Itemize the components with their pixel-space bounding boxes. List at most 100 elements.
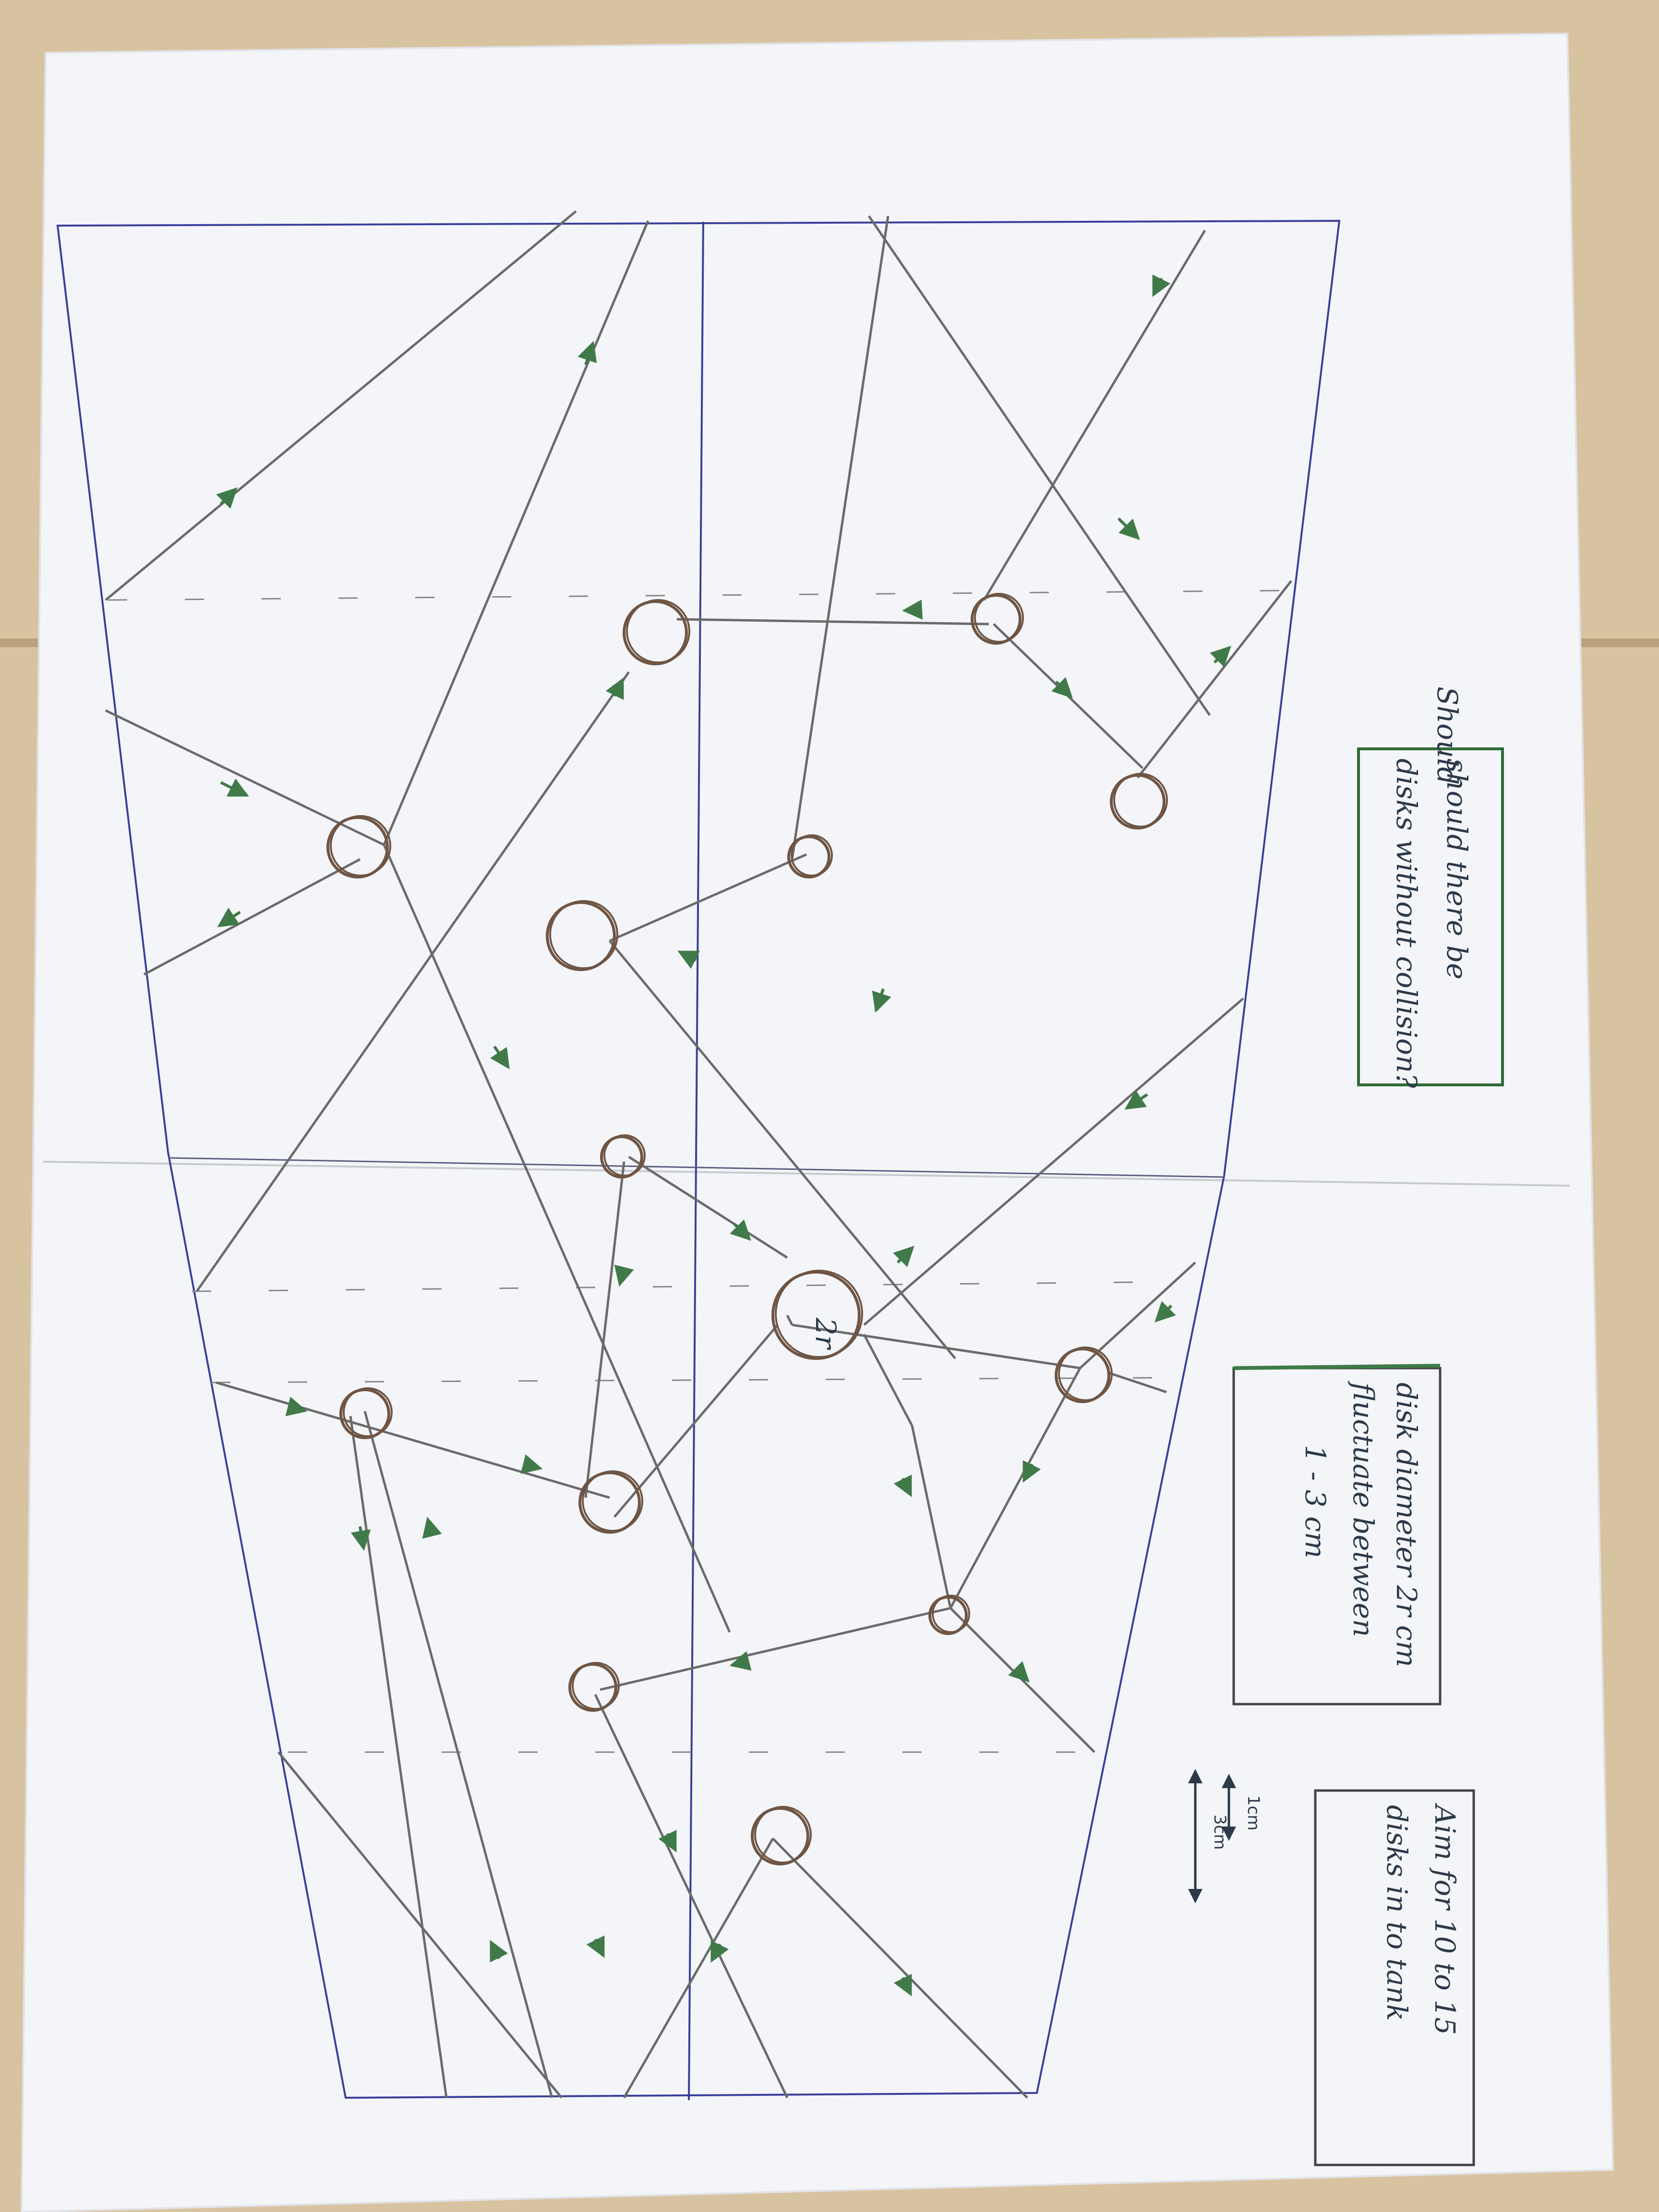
disk-circle-icon <box>549 900 618 969</box>
disk-circle-icon <box>626 599 690 663</box>
paper-fold-line <box>43 1161 1570 1187</box>
trajectory-line <box>772 1838 1028 2099</box>
trajectory-arrow-icon <box>422 1516 442 1539</box>
disk-circle-icon <box>1113 773 1168 828</box>
note-disk-diameter: disk diameter 2r cm fluctuate between 1 … <box>1232 1364 1442 1706</box>
scale-label-small: 1cm <box>1244 1795 1263 1830</box>
trajectory-arrow-icon <box>1051 677 1073 698</box>
disk-circle-icon <box>603 1134 646 1177</box>
trajectory-line <box>216 1381 610 1499</box>
dashed-guides <box>108 589 1297 1753</box>
trajectory-arrow-icon <box>577 341 597 365</box>
trajectory-arrow-icon <box>605 677 624 700</box>
note-collision-line2: disks without collision? <box>1390 758 1423 1088</box>
disk-group <box>326 593 1168 1865</box>
trajectory-arrow-icon <box>614 1264 634 1287</box>
trajectory-arrow-icon <box>1008 1661 1030 1683</box>
trajectory-line <box>609 940 956 1359</box>
note-diameter-line3: 1 - 3 cm <box>1299 1445 1332 1558</box>
trajectory-arrow-icon <box>893 1973 912 1996</box>
trajectory-line <box>600 1607 951 1691</box>
trajectory-arrow-icon <box>1154 1301 1176 1322</box>
trajectory-arrow-icon <box>586 1935 605 1958</box>
trajectory-line <box>195 671 630 1292</box>
disk-circle-icon <box>582 1470 643 1532</box>
trajectory-line <box>143 858 361 976</box>
trajectory-line <box>911 1425 952 1609</box>
trajectory-line <box>867 215 1211 716</box>
disk-circle-icon <box>775 1270 863 1358</box>
disk-circle-icon <box>787 835 830 878</box>
note-collision-scribble: Should <box>1431 686 1464 785</box>
disk-circle-icon <box>339 1388 390 1439</box>
trajectory-line <box>363 1411 553 2098</box>
disk-circle-icon <box>928 1596 968 1635</box>
trajectory-arrow-icon <box>217 907 241 927</box>
trajectory-arrow-icon <box>285 1396 308 1417</box>
trajectory-lines <box>105 210 1292 2099</box>
radius-label: 2r <box>809 1317 842 1350</box>
trajectory-line <box>949 1367 1082 1609</box>
trajectory-line <box>791 216 890 860</box>
trajectory-line <box>1137 580 1292 779</box>
trajectory-arrow-icon <box>872 988 891 1013</box>
trajectory-arrow-icon <box>893 1246 914 1267</box>
trajectory-arrow-icon <box>1022 1460 1041 1483</box>
note-aim: Aim for 10 to 15 disks in to tank <box>1314 1789 1475 2166</box>
trajectory-arrow-icon <box>1124 1090 1148 1110</box>
disk-circle-icon <box>791 834 833 877</box>
disk-circle-icon <box>932 1595 970 1633</box>
disk-circle-icon <box>600 1135 643 1178</box>
trajectory-line <box>383 220 649 845</box>
disk-circle-icon <box>1055 1347 1110 1403</box>
disk-circle-icon <box>572 1662 620 1710</box>
trajectory-line <box>105 210 577 601</box>
note-collision-line1: should there be <box>1441 758 1473 979</box>
scale-label-large: 3cm <box>1210 1815 1229 1850</box>
trajectory-line <box>609 853 807 942</box>
tank-outline <box>56 219 1341 2101</box>
note-diameter-line2: fluctuate between <box>1347 1381 1380 1637</box>
disk-circle-icon <box>578 1471 641 1534</box>
trajectory-line <box>792 1323 1081 1370</box>
trajectory-arrow-icon <box>216 487 238 509</box>
disk-circle-icon <box>326 816 389 878</box>
trajectory-arrow-icon <box>1117 517 1140 540</box>
trajectory-arrow-icon <box>1210 646 1231 667</box>
trajectory-line <box>383 844 731 1633</box>
paper-sheet <box>20 32 1614 2212</box>
trajectory-line <box>277 1751 563 2099</box>
note-aim-line1: Aim for 10 to 15 <box>1429 1803 1461 2035</box>
disk-circle-icon <box>1110 774 1166 830</box>
trajectory-line <box>1108 1371 1167 1394</box>
note-collision-question: Should should there be disks without col… <box>1357 686 1504 1088</box>
trajectory-line <box>594 1694 789 2099</box>
disk-circle-icon <box>971 594 1022 645</box>
trajectory-line <box>863 998 1244 1326</box>
trajectory-arrow-icon <box>730 1219 751 1241</box>
disk-circle-icon <box>974 593 1024 643</box>
trajectory-line <box>613 1324 779 1518</box>
trajectory-line <box>105 709 385 846</box>
trajectory-arrow-icon <box>520 1454 543 1474</box>
scale-indicator: 1cm 3cm <box>1188 1769 1263 1903</box>
disk-circle-icon <box>754 1806 812 1863</box>
disk-circle-icon <box>751 1807 809 1865</box>
trajectory-arrow-icon <box>677 950 700 969</box>
note-diameter-line1: disk diameter 2r cm <box>1390 1382 1423 1667</box>
trajectory-arrow-icon <box>350 1526 371 1551</box>
trajectory-line <box>628 1155 788 1259</box>
trajectory-arrow-icon <box>658 1829 677 1852</box>
disk-circle-icon <box>546 901 616 971</box>
trajectory-line <box>584 1161 625 1498</box>
trajectory-arrow-icon <box>1152 274 1171 297</box>
trajectory-line <box>786 1314 793 1326</box>
trajectory-arrow-icon <box>490 1940 508 1963</box>
trajectory-arrow-icon <box>710 1940 729 1963</box>
trajectory-arrow-icon <box>220 778 249 797</box>
disk-circle-icon <box>771 1271 861 1360</box>
trajectory-line <box>676 618 989 625</box>
disk-circle-icon <box>1058 1346 1113 1401</box>
disk-circle-icon <box>343 1387 393 1437</box>
